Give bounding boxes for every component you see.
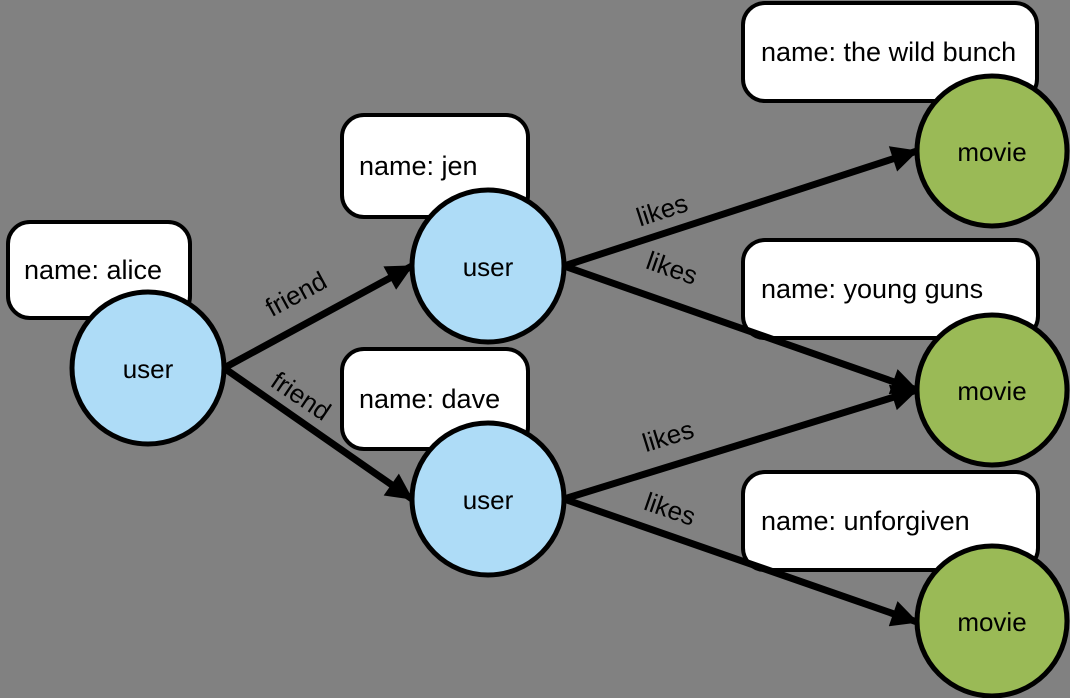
node-user-dave (409, 420, 567, 578)
edge-friend-alice-jen (222, 262, 414, 372)
property-box-young-guns-label: name: young guns (761, 274, 983, 304)
node-movie-the-wild-bunch (914, 73, 1070, 229)
property-box-alice-label: name: alice (24, 255, 162, 285)
edges (221, 146, 919, 627)
node-user-jen (409, 187, 567, 345)
node-movie-young-guns-label: movie (957, 376, 1026, 406)
edge-likes-jen-young-guns (562, 262, 919, 395)
nodes: user user user movie movie movie (69, 73, 1070, 698)
node-user-jen-label: user (463, 252, 514, 282)
node-movie-unforgiven (914, 543, 1070, 698)
property-box-jen-label: name: jen (359, 151, 478, 181)
node-user-alice (69, 289, 227, 447)
node-user-alice-label: user (123, 354, 174, 384)
property-box-unforgiven (741, 470, 1040, 572)
edge-likes-jen-the-wild-bunch (562, 146, 919, 270)
node-user-dave-label: user (463, 485, 514, 515)
property-box-young-guns (741, 238, 1040, 340)
edge-friend-alice-dave (221, 365, 415, 502)
edge-likes-dave-young-guns (562, 384, 919, 503)
node-movie-unforgiven-label: movie (957, 607, 1026, 637)
edge-likes-dave-unforgiven (562, 495, 919, 627)
node-movie-young-guns (914, 312, 1070, 468)
node-movie-the-wild-bunch-label: movie (957, 137, 1026, 167)
property-box-unforgiven-label: name: unforgiven (761, 506, 970, 536)
property-box-the-wild-bunch-label: name: the wild bunch (761, 37, 1016, 67)
property-box-the-wild-bunch (741, 1, 1039, 103)
property-box-dave-label: name: dave (359, 384, 500, 414)
